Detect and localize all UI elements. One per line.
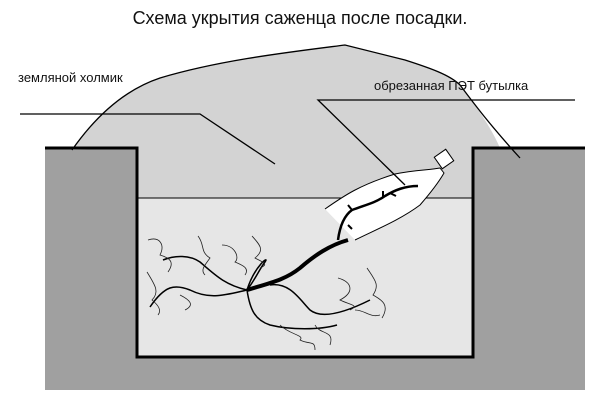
bottle-label: обрезанная ПЭТ бутылка	[374, 78, 529, 93]
main-roots	[149, 255, 371, 330]
diagram-title: Схема укрытия саженца после посадки.	[132, 8, 468, 28]
bottle-cap	[433, 148, 455, 170]
mound-pointer-line	[20, 113, 276, 165]
seedling-branch	[336, 184, 419, 241]
mound-label: земляной холмик	[18, 70, 123, 85]
bottle-pointer-line	[316, 99, 575, 186]
earth-mound	[72, 45, 500, 198]
pit-walls	[45, 146, 585, 359]
mound-outline	[71, 44, 521, 159]
seedling-buds	[347, 191, 397, 230]
fine-roots	[146, 235, 386, 351]
pit-soil	[137, 198, 473, 357]
seedling-stem	[246, 238, 349, 292]
ground	[45, 148, 585, 390]
